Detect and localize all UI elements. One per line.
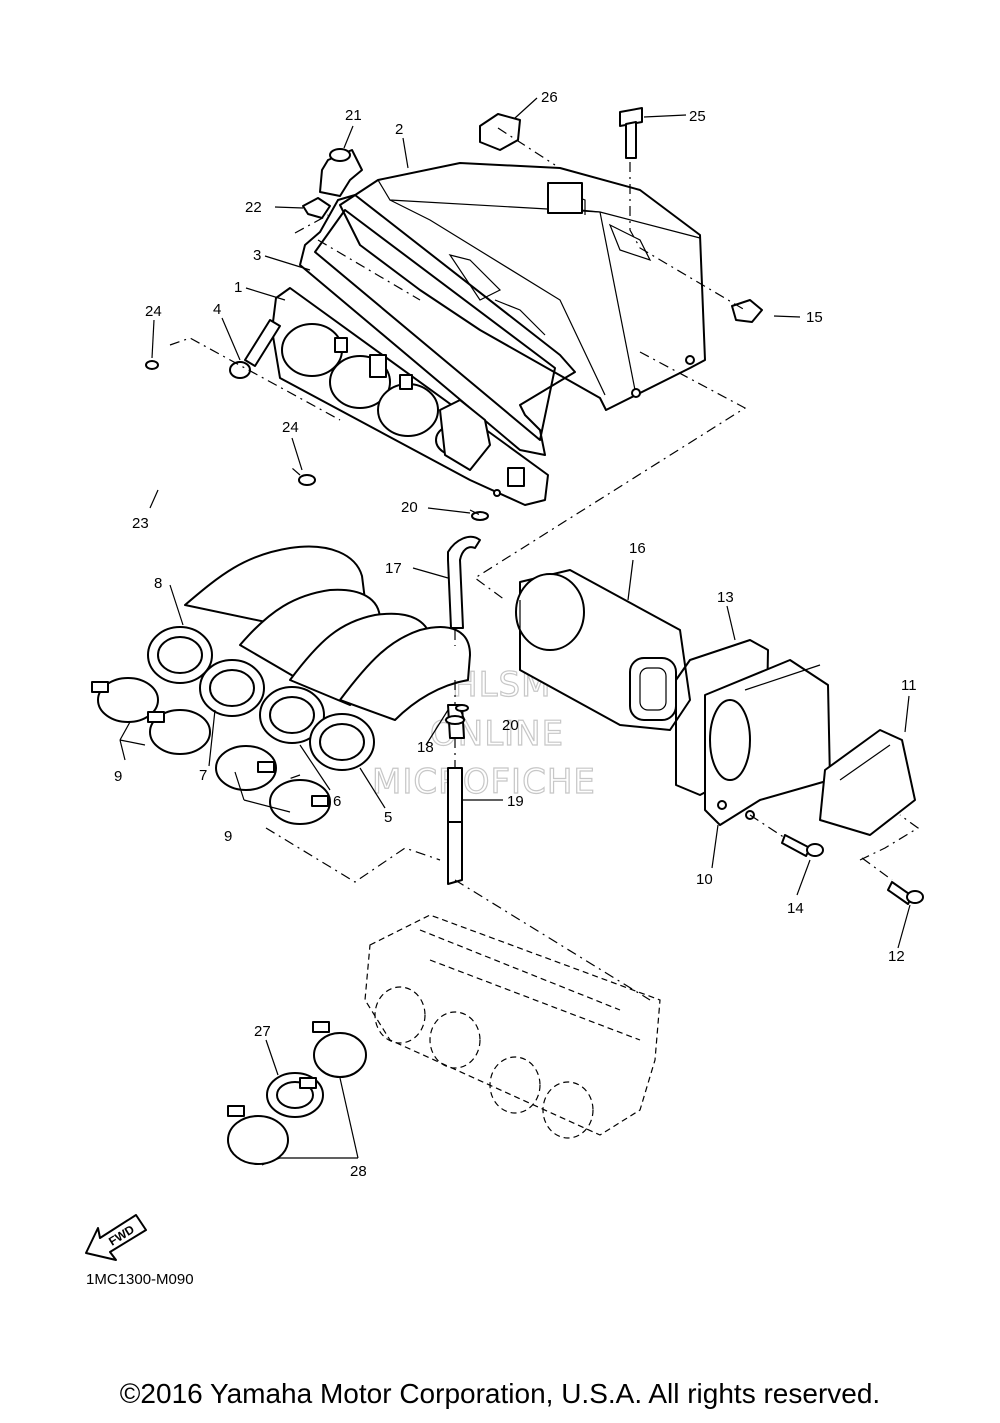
- hose-clamp-28-b: [227, 1105, 289, 1165]
- callout-7: 7: [199, 767, 207, 784]
- callout-10: 10: [696, 871, 713, 888]
- callout-21: 21: [345, 107, 362, 124]
- callout-9-a: 9: [114, 768, 122, 785]
- watermark-line-3: MICROFICHE: [372, 762, 596, 802]
- clamp-24-b: [298, 474, 316, 486]
- callout-22: 22: [245, 199, 262, 216]
- callout-24-a: 24: [145, 303, 162, 320]
- callout-15: 15: [806, 309, 823, 326]
- callout-20-b: 20: [502, 717, 519, 734]
- callout-18: 18: [417, 739, 434, 756]
- bolt-25: [619, 107, 643, 159]
- clip-20-a: [471, 511, 489, 521]
- breather-hose-23: [118, 351, 299, 515]
- callout-16: 16: [629, 540, 646, 557]
- callout-4: 4: [213, 301, 221, 318]
- gasket: [299, 194, 576, 456]
- drain-hose-17: [447, 535, 481, 629]
- copyright-notice: ©2016 Yamaha Motor Corporation, U.S.A. A…: [119, 1378, 881, 1409]
- intake-joint-5: [309, 713, 375, 771]
- callout-3: 3: [253, 247, 261, 264]
- callout-13: 13: [717, 589, 734, 606]
- callout-24-b: 24: [282, 419, 299, 436]
- clip-20-b: [455, 704, 469, 712]
- screw-4: [229, 319, 281, 379]
- clamp-24-a: [145, 360, 159, 370]
- callout-8: 8: [154, 575, 162, 592]
- callout-19: 19: [507, 793, 524, 810]
- diagram-code: 1MC1300-M090: [86, 1271, 194, 1288]
- callout-9-b: 9: [224, 828, 232, 845]
- hose-clamp-9-d: [269, 779, 331, 825]
- air-filter-element-16: [515, 569, 691, 731]
- screw-12: [887, 881, 924, 905]
- damper-26: [479, 113, 521, 151]
- nut-15: [731, 299, 763, 323]
- air-filter-case-cover-10: [704, 659, 831, 826]
- air-box-base-plate: [271, 287, 549, 506]
- intake-manifold: [184, 545, 471, 721]
- exploded-view-lines: [169, 127, 920, 1001]
- elbow-21: [319, 148, 363, 197]
- callout-labels: 1 2 3 4 5 6 7 8 9 9 10 11 12 13 14 15 16…: [114, 89, 917, 1180]
- hose-clamp-9-b: [147, 709, 211, 755]
- callout-17: 17: [385, 560, 402, 577]
- screw-14: [781, 834, 824, 857]
- callout-20-a: 20: [401, 499, 418, 516]
- hose-19: [447, 767, 463, 885]
- callout-14: 14: [787, 900, 804, 917]
- hose-clamp-28-a: [312, 1021, 367, 1078]
- callout-27: 27: [254, 1023, 271, 1040]
- carburetor-joint-27: [266, 1072, 324, 1118]
- callout-26: 26: [541, 89, 558, 106]
- forward-direction-arrow: FWD: [85, 1214, 147, 1261]
- cover-11: [819, 729, 916, 836]
- clip-22: [302, 197, 331, 219]
- hose-clamp-9-c: [215, 745, 277, 791]
- callout-1: 1: [234, 279, 242, 296]
- intake-joint-7: [199, 659, 265, 717]
- throttle-body-ghost-outline: [364, 914, 661, 1139]
- air-box-case: [339, 162, 706, 411]
- callout-2: 2: [395, 121, 403, 138]
- callout-5: 5: [384, 809, 392, 826]
- leader-lines: [119, 97, 911, 1166]
- callout-25: 25: [689, 108, 706, 125]
- hose-clamp-9-a: [91, 677, 159, 723]
- callout-12: 12: [888, 948, 905, 965]
- intake-joint-6: [259, 686, 325, 744]
- callout-11: 11: [901, 677, 917, 694]
- callout-23: 23: [132, 515, 149, 532]
- intake-joint-8: [147, 626, 213, 684]
- callout-6: 6: [333, 793, 341, 810]
- callout-28: 28: [350, 1163, 367, 1180]
